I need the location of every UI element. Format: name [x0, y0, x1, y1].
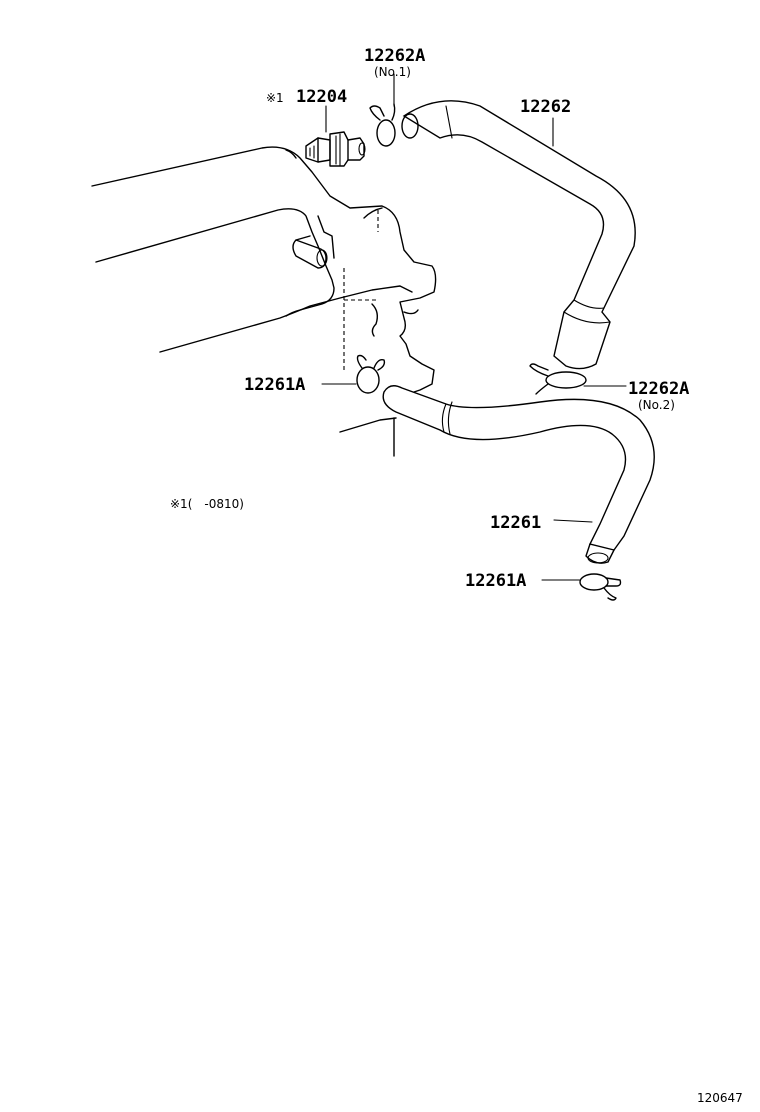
clamp-no2-part-label: 12262A	[628, 379, 689, 399]
pcv-valve-mark-label: ※1	[266, 91, 284, 105]
clamp-no2	[529, 363, 587, 395]
clamp-no1	[369, 103, 396, 147]
clamp-no2-sub-label: (No.2)	[638, 398, 675, 412]
clamp-left-part-label: 12261A	[244, 375, 305, 395]
clamp-bottom	[579, 573, 622, 601]
head-nipple	[292, 235, 328, 269]
diagram-id-label: 120647	[697, 1091, 743, 1105]
upper-hose	[401, 100, 636, 370]
clamp-no1-sub-label: (No.1)	[374, 65, 411, 79]
clamp-no1-part-label: 12262A	[364, 46, 425, 66]
leader-lines	[321, 73, 627, 581]
clamp-left	[356, 354, 386, 394]
pcv-valve-part-label: 12204	[296, 87, 347, 107]
upper-hose-part-label: 12262	[520, 97, 571, 117]
footnote-label: ※1( -0810)	[170, 497, 244, 511]
clamp-bottom-part-label: 12261A	[465, 571, 526, 591]
pcv-valve	[305, 131, 366, 167]
engine-head-outline	[91, 146, 437, 457]
lower-hose	[382, 385, 655, 564]
lower-hose-part-label: 12261	[490, 513, 541, 533]
